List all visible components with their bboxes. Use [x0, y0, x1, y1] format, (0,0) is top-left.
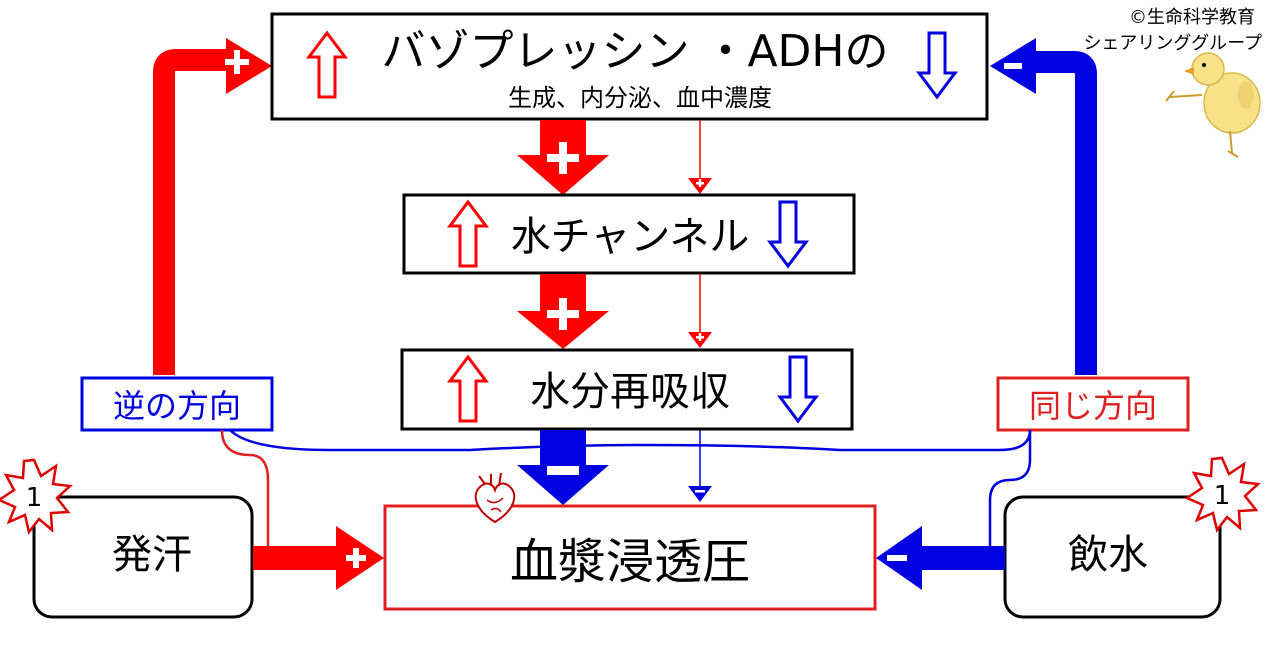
- same-direction-label: 同じ方向: [1029, 387, 1157, 425]
- osmotic-pressure-label: 血漿浸透圧: [510, 534, 750, 590]
- sweating-badge-number: 1: [26, 483, 43, 513]
- starburst-icon: 1: [1185, 456, 1260, 532]
- plus-arrow-thin-2: [688, 274, 712, 348]
- drinking-label: 飲水: [1068, 532, 1148, 578]
- heart-icon: [474, 472, 516, 524]
- minus-arrow-large: [517, 430, 609, 505]
- sweating-plus-arrow: [253, 526, 384, 590]
- minus-arrow-thin: [688, 430, 712, 502]
- starburst-icon: 1: [0, 458, 72, 534]
- copyright-line1: ©生命科学教育: [1129, 7, 1255, 28]
- opposite-direction-feedback-arrow: [153, 38, 272, 375]
- copyright-line2: シェアリンググループ: [1083, 33, 1262, 54]
- sweating-box: 発汗: [32, 495, 254, 619]
- drinking-minus-arrow: [876, 526, 1005, 590]
- same-direction-label-box: 同じ方向: [996, 376, 1190, 432]
- vasopressin-box: バゾプレッシン ・ADHの 生成、内分泌、血中濃度: [270, 12, 989, 121]
- vasopressin-title: バゾプレッシン ・ADHの: [381, 26, 888, 77]
- drinking-badge-number: 1: [1214, 481, 1231, 511]
- water-channel-box: 水チャンネル: [402, 193, 856, 275]
- plus-arrow-thin-1: [688, 120, 712, 194]
- same-direction-feedback-arrow: [990, 38, 1097, 375]
- vasopressin-subtitle: 生成、内分泌、血中濃度: [508, 84, 772, 112]
- plus-arrow-large-2: [517, 274, 609, 349]
- sweating-label: 発汗: [112, 532, 192, 578]
- plus-arrow-large-1: [517, 120, 609, 195]
- connector-lines: [220, 429, 1032, 548]
- osmotic-pressure-box: 血漿浸透圧: [383, 504, 877, 611]
- water-reabsorption-box: 水分再吸収: [400, 348, 854, 431]
- water-channel-label: 水チャンネル: [511, 214, 750, 260]
- opposite-direction-label: 逆の方向: [113, 387, 241, 425]
- chick-icon: [1165, 52, 1261, 158]
- water-reabsorption-label: 水分再吸収: [530, 369, 730, 415]
- drinking-box: 飲水: [1003, 495, 1222, 619]
- opposite-direction-label-box: 逆の方向: [80, 376, 274, 432]
